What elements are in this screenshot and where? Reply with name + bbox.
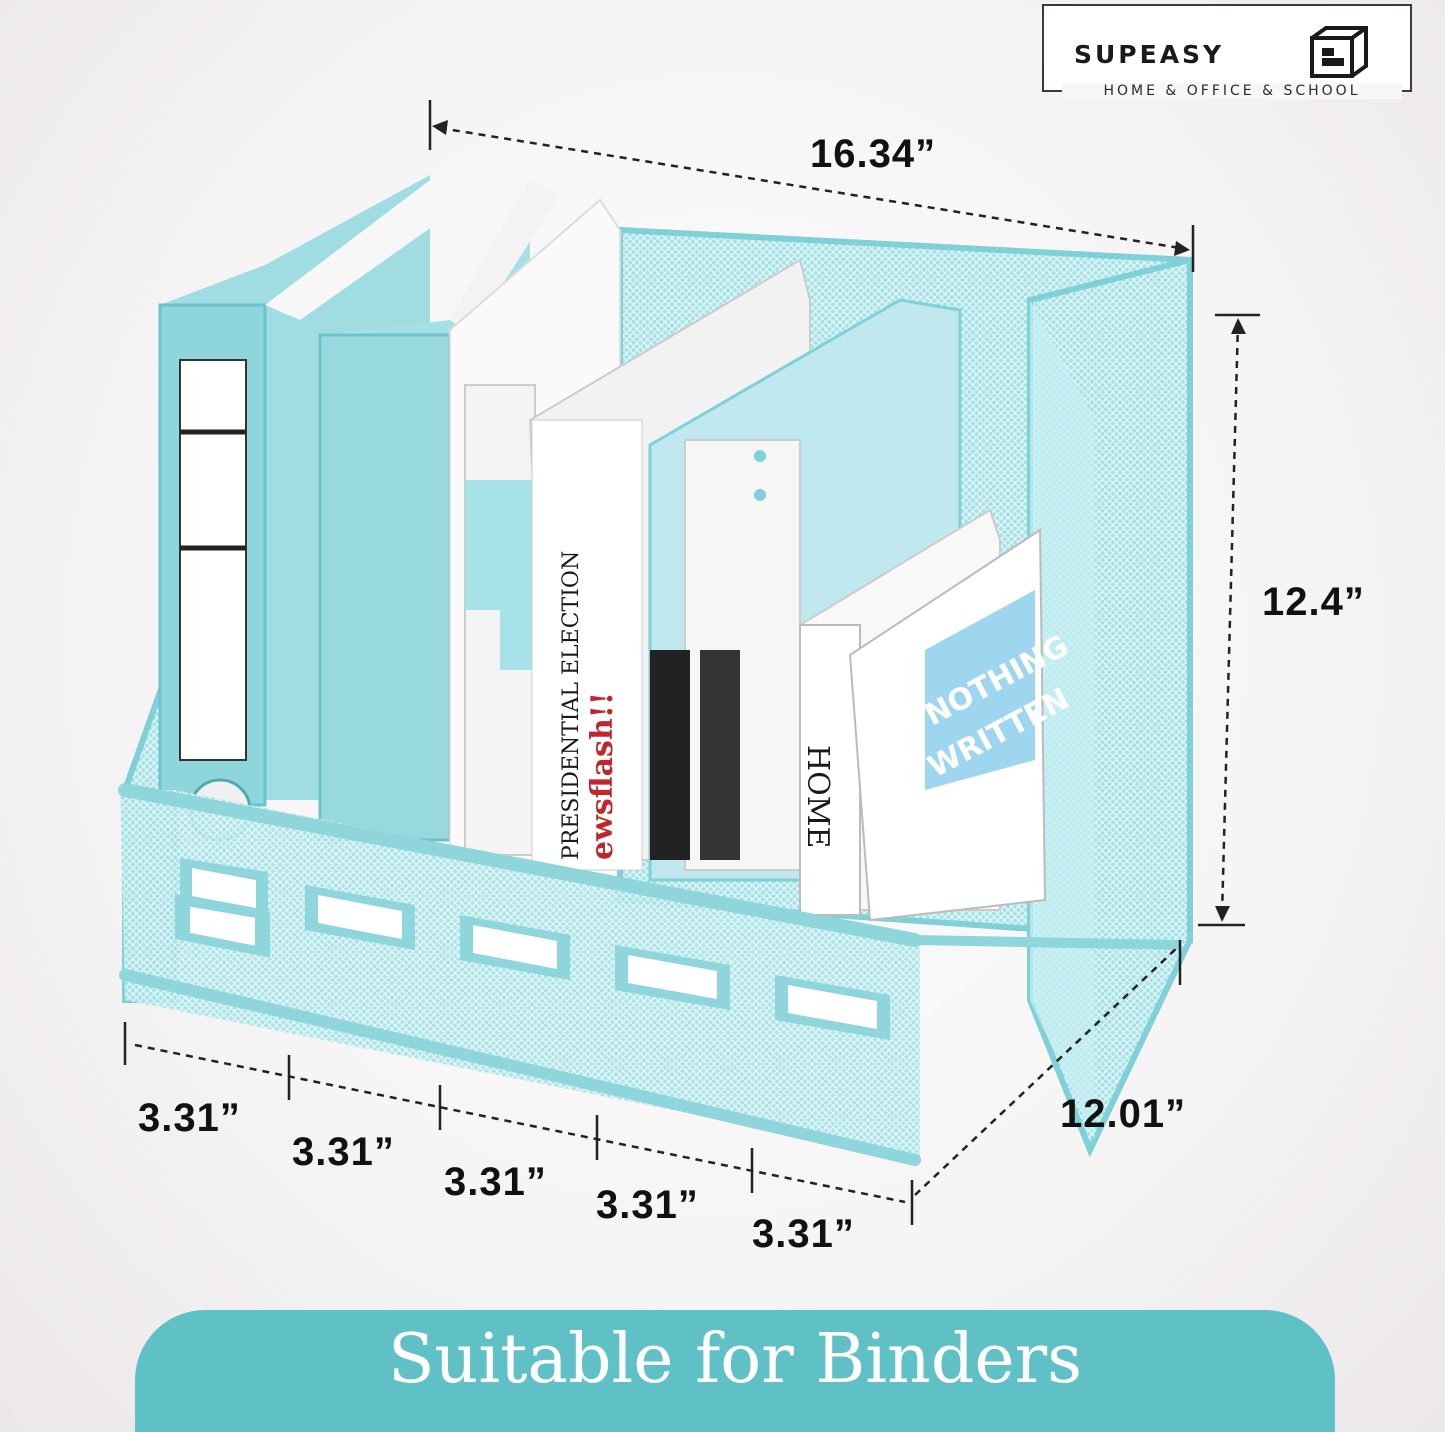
dimension-lines <box>123 100 1260 1225</box>
brand-tagline: HOME & OFFICE & SCHOOL <box>1062 83 1402 99</box>
slot-label-2: 3.31” <box>292 1130 395 1174</box>
slot-label-1: 3.31” <box>138 1096 241 1140</box>
brand-name: SUPEASY <box>1074 40 1225 69</box>
slot-label-4: 3.31” <box>596 1183 699 1227</box>
newsflash-text: ewsflash!! <box>585 692 620 860</box>
slot-label-5: 3.31” <box>752 1212 855 1256</box>
width-label: 16.34” <box>810 132 937 176</box>
brand-logo: SUPEASY <box>1042 4 1412 92</box>
height-label: 12.4” <box>1262 580 1365 624</box>
small-books: HOME NOTHING WRITTEN <box>799 508 1075 922</box>
caption-text: Suitable for Binders <box>387 1320 1083 1399</box>
front-mesh-panel <box>120 790 920 1160</box>
front-rail <box>118 783 922 947</box>
home-text: HOME <box>800 745 835 848</box>
caption-banner: Suitable for Binders <box>135 1310 1335 1432</box>
slot-label-3: 3.31” <box>444 1160 547 1204</box>
depth-label: 12.01” <box>1060 1092 1187 1136</box>
brand-cube-icon <box>1310 26 1368 78</box>
election-text: PRESIDENTIAL ELECTION <box>559 551 584 860</box>
